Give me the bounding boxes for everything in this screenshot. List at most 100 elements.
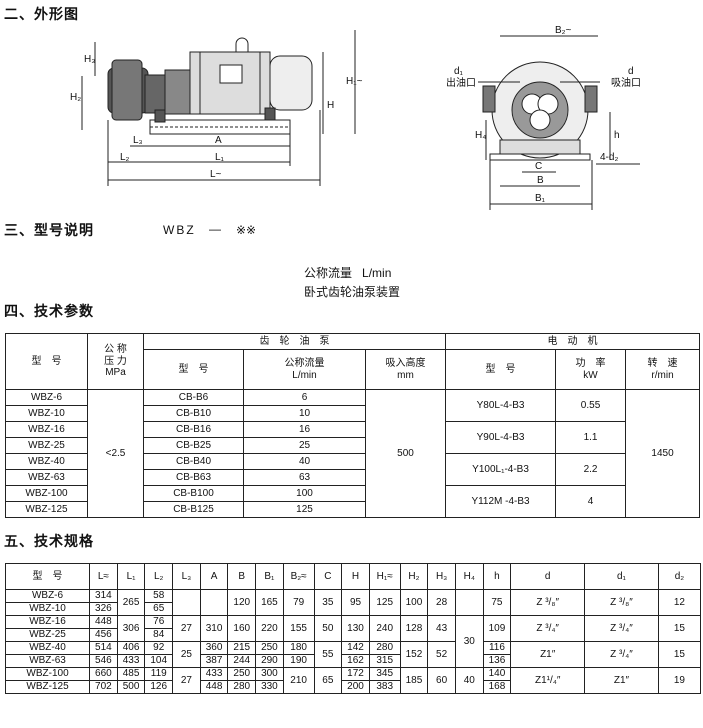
sh-l2: L₂ bbox=[144, 563, 174, 590]
label-h1: H₁~ bbox=[346, 76, 363, 87]
h-flow-2: L/min bbox=[292, 369, 317, 381]
cell-b: 280 bbox=[227, 680, 257, 694]
label-h2: H₂ bbox=[70, 92, 81, 103]
cell-flow: 125 bbox=[243, 501, 366, 518]
cell-model: WBZ-6 bbox=[4, 589, 91, 603]
cell-h2: 128 bbox=[399, 615, 429, 642]
cell-l2: 104 bbox=[144, 654, 174, 668]
label-d1: d₁ bbox=[454, 66, 464, 77]
cell-l2: 84 bbox=[144, 628, 174, 642]
sh-c: C bbox=[313, 563, 343, 590]
cell-d1: Z ³/₄″ bbox=[584, 615, 659, 642]
cell-a-empty bbox=[199, 589, 229, 616]
sh-h: H bbox=[341, 563, 370, 590]
label-h4: H₄ bbox=[475, 130, 486, 141]
cell-c: 35 bbox=[313, 589, 343, 616]
cell-h: 95 bbox=[341, 589, 370, 616]
cell-d2: 15 bbox=[657, 615, 702, 642]
cell-l2: 65 bbox=[144, 602, 174, 616]
h-pressure: 公 称 压 力 MPa bbox=[87, 333, 144, 390]
flow-label: 公称流量 bbox=[304, 266, 353, 280]
h-model: 型 号 bbox=[5, 333, 88, 390]
cell-l: 702 bbox=[89, 680, 118, 694]
sh-h2: H₂ bbox=[399, 563, 429, 590]
table-row: WBZ-100 CB-B100 100 Y112M -4-B3 4 bbox=[5, 485, 700, 518]
cell-l3: 27 bbox=[172, 615, 201, 642]
h-suction-1: 吸入高度 bbox=[385, 358, 426, 369]
cell-l1: 406 bbox=[116, 641, 146, 655]
h-motor-model: 型 号 bbox=[445, 349, 557, 390]
label-b2: B₂~ bbox=[555, 25, 572, 36]
cell-h2: 152 bbox=[399, 641, 429, 668]
sh-a: A bbox=[199, 563, 229, 590]
side-view-labels: H₃ H₂ H H₁~ L₃ A L₂ L₁ L~ bbox=[70, 54, 363, 180]
cell-power: 0.55 bbox=[555, 389, 627, 422]
cell-d: Z ³/₄″ bbox=[510, 615, 586, 642]
cell-b1: 290 bbox=[255, 654, 284, 668]
label-b: B bbox=[537, 175, 544, 186]
cell-b: 160 bbox=[227, 615, 257, 642]
label-outlet: 出油口 bbox=[446, 76, 476, 89]
cell-model: WBZ-16 bbox=[5, 421, 88, 438]
cell-model: WBZ-10 bbox=[4, 602, 91, 616]
cell-b1: 300 bbox=[255, 667, 284, 681]
cell-l: 448 bbox=[89, 615, 118, 629]
cell-h: 130 bbox=[341, 615, 370, 642]
cell-h: 142 bbox=[341, 641, 370, 655]
cell-h1: 125 bbox=[368, 589, 401, 616]
cell-h1: 383 bbox=[368, 680, 401, 694]
cell-l: 514 bbox=[89, 641, 118, 655]
cell-pump: CB-B63 bbox=[143, 469, 244, 486]
cell-b1: 330 bbox=[255, 680, 284, 694]
cell-rh: 140 bbox=[482, 667, 512, 681]
label-b1: B₁ bbox=[535, 193, 546, 204]
h-speed-2: r/min bbox=[651, 369, 674, 381]
cell-rh: 75 bbox=[482, 589, 512, 616]
cell-rh: 136 bbox=[482, 654, 512, 668]
cell-pump: CB-B10 bbox=[143, 405, 244, 422]
cell-b2: 210 bbox=[282, 667, 315, 694]
table-row: WBZ-40 514 406 92 25 360 215 250 180 55 … bbox=[4, 641, 702, 668]
sh-b2: B₂≈ bbox=[282, 563, 315, 590]
table-row: WBZ-16 CB-B16 16 Y90L-4-B3 1.1 bbox=[5, 421, 700, 454]
cell-b: 215 bbox=[227, 641, 257, 655]
sh-b1: B₁ bbox=[255, 563, 284, 590]
cell-b2: 190 bbox=[282, 654, 315, 668]
cell-b1: 165 bbox=[255, 589, 284, 616]
table-row: WBZ-40 CB-B40 40 Y100L₁-4-B3 2.2 bbox=[5, 453, 700, 486]
h-flow-1: 公称流量 bbox=[284, 358, 325, 369]
label-inlet: 吸油口 bbox=[611, 76, 641, 89]
cell-model: WBZ-63 bbox=[4, 654, 91, 668]
h-suction-2: mm bbox=[397, 369, 414, 381]
cell-b2: 79 bbox=[282, 589, 315, 616]
cell-h: 162 bbox=[341, 654, 370, 668]
sh-d2: d₂ bbox=[657, 563, 702, 590]
cell-rh: 168 bbox=[482, 680, 512, 694]
label-l: L~ bbox=[210, 169, 222, 180]
cell-b1: 250 bbox=[255, 641, 284, 655]
label-l1: L₁ bbox=[215, 152, 225, 163]
cell-pump: CB-B6 bbox=[143, 389, 244, 406]
cell-l2: 76 bbox=[144, 615, 174, 629]
spec-table: 型 号 L≈ L₁ L₂ L₃ A B B₁ B₂≈ C H H₁≈ H₂ H₃… bbox=[4, 563, 702, 694]
cell-l1: 306 bbox=[116, 615, 146, 642]
end-view-labels: B₂~ d₁ 出油口 d 吸油口 H₄ h C 4-d₂ B B₁ bbox=[446, 25, 641, 204]
cell-pump: CB-B40 bbox=[143, 453, 244, 470]
cell-h: 200 bbox=[341, 680, 370, 694]
cell-a: 448 bbox=[199, 680, 229, 694]
cell-l1: 485 bbox=[116, 667, 146, 681]
cell-b: 120 bbox=[227, 589, 257, 616]
label-d: d bbox=[628, 66, 634, 77]
sh-h1: H₁≈ bbox=[368, 563, 401, 590]
cell-a: 433 bbox=[199, 667, 229, 681]
cell-model: WBZ-25 bbox=[4, 628, 91, 642]
cell-flow: 10 bbox=[243, 405, 366, 422]
model-code-name: 卧式齿轮油泵装置 bbox=[304, 285, 401, 299]
cell-l: 326 bbox=[89, 602, 118, 616]
model-code-dash: — bbox=[209, 222, 221, 236]
sh-l: L≈ bbox=[89, 563, 118, 590]
cell-b: 250 bbox=[227, 667, 257, 681]
